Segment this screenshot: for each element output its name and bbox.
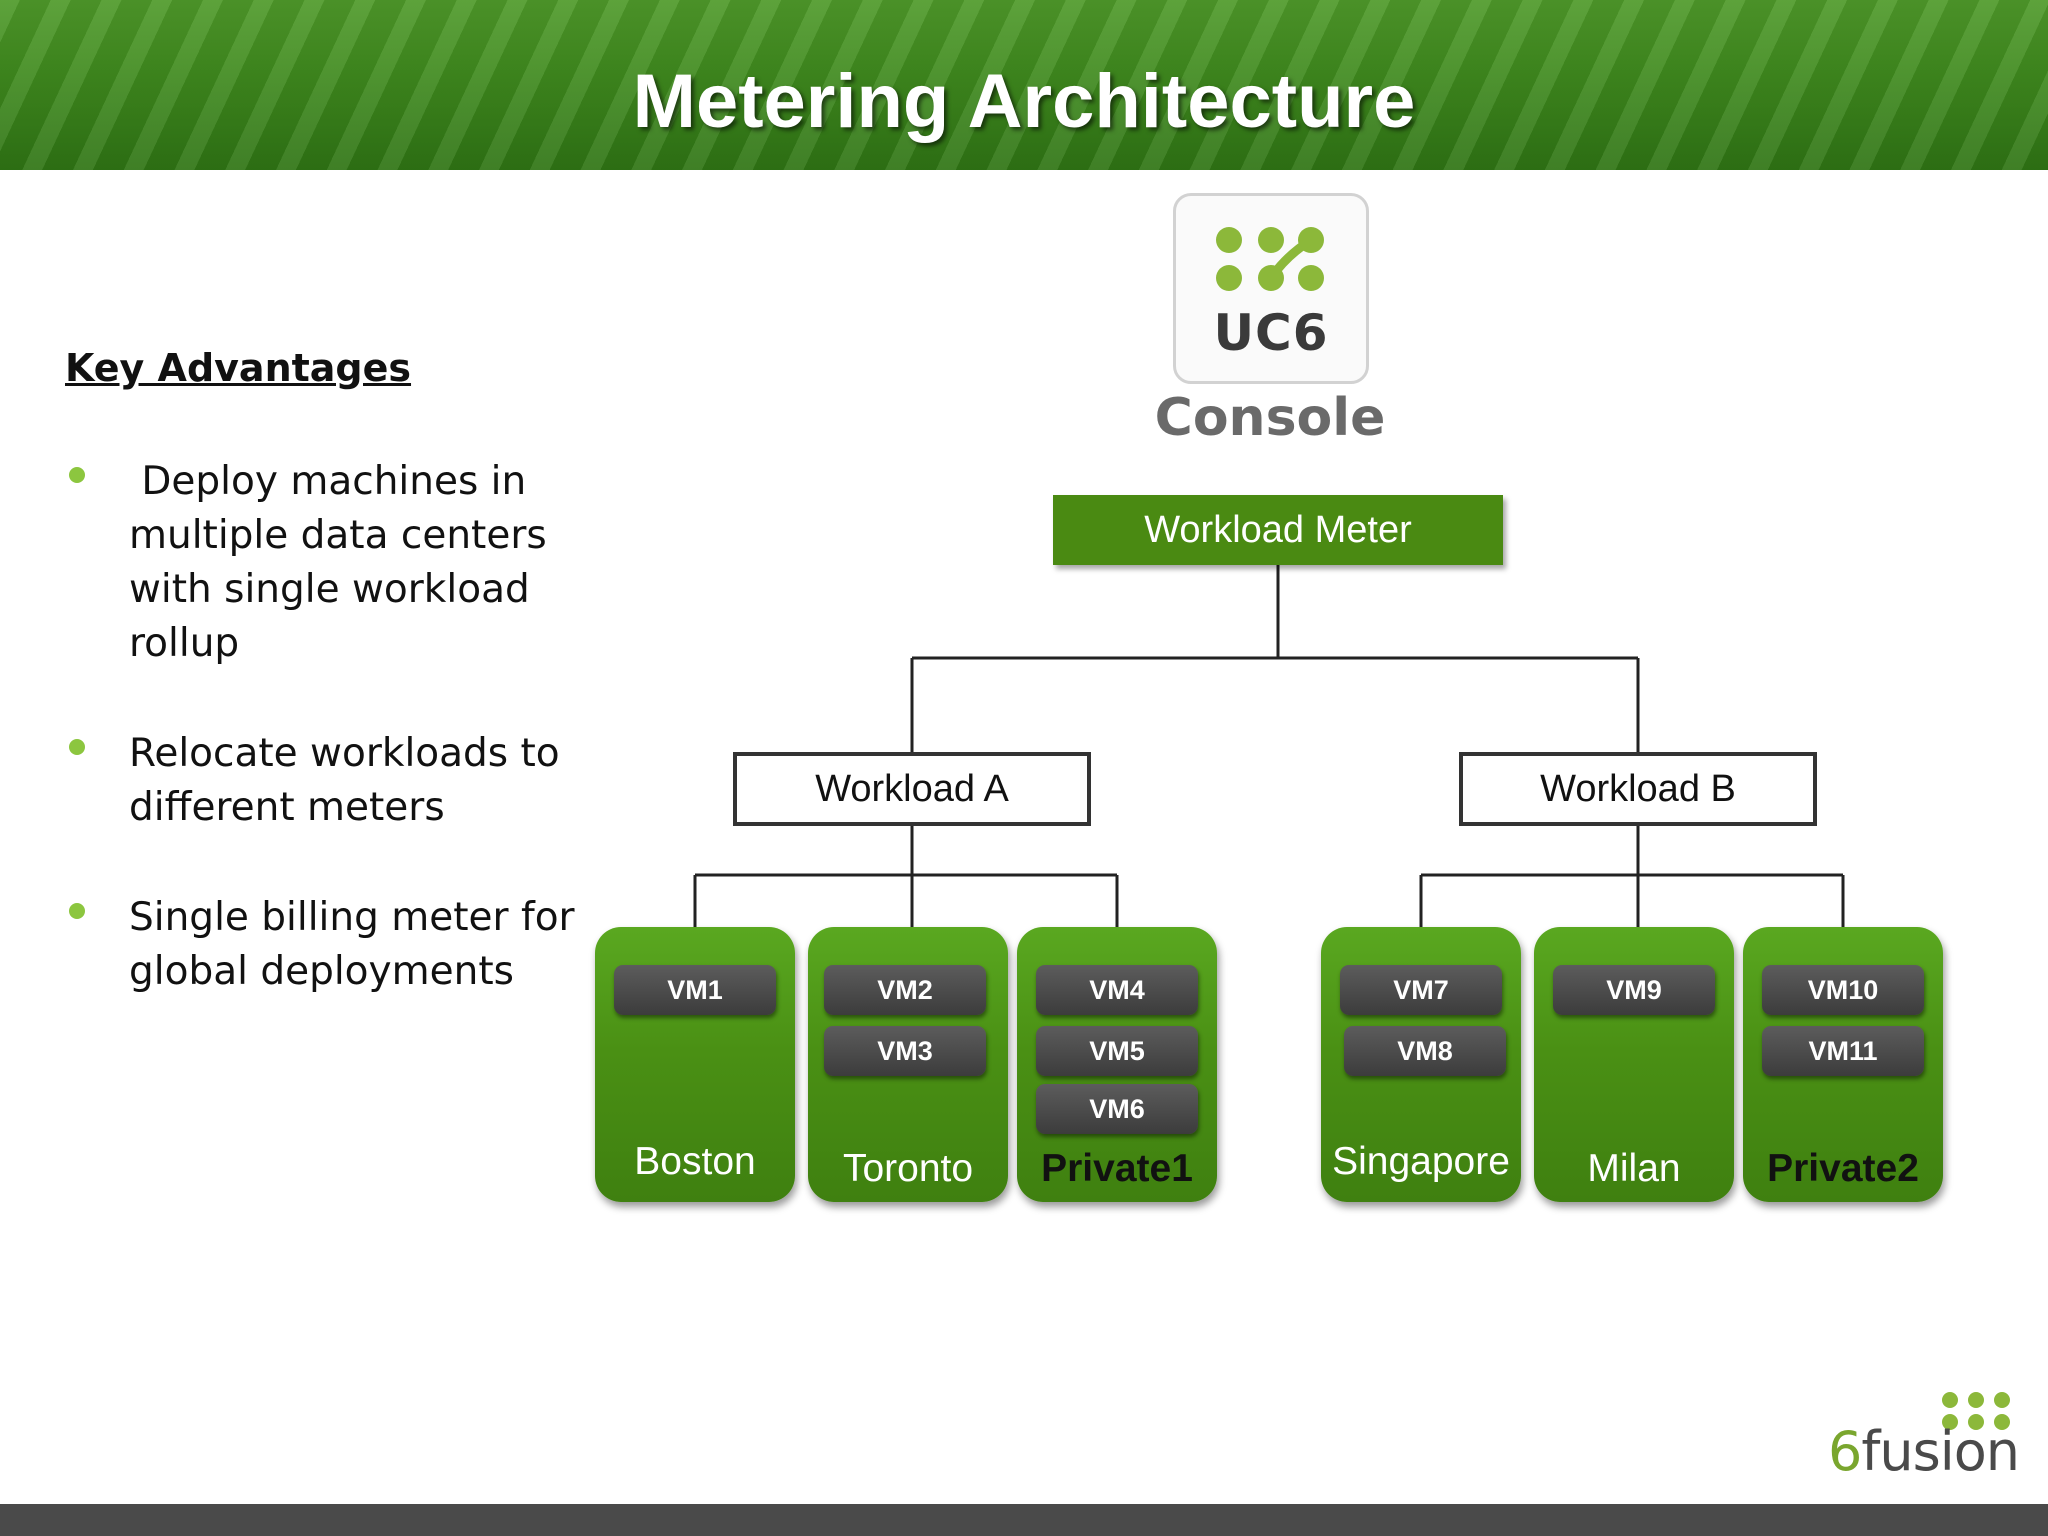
datacenter-label: Boston [634,1140,756,1183]
brand-wordmark: 6fusion [1828,1420,2020,1483]
workload-a-box: Workload A [733,752,1091,826]
brand-name: fusion [1861,1420,2020,1483]
uc6-logo: UC6 [1173,193,1369,384]
datacenter-label: Toronto [842,1147,974,1190]
datacenter-private2: VM10 VM11 Private2 [1743,927,1943,1202]
vm-chip: VM1 [614,965,776,1015]
bullet-dot-icon [69,739,85,755]
bullet-text: Deploy machines in multiple data centers… [129,459,560,666]
workload-b-box: Workload B [1459,752,1817,826]
datacenter-label: Private1 [1041,1147,1193,1190]
datacenter-boston: VM1 Boston [595,927,795,1202]
console-label: Console [1154,388,1386,448]
workload-meter-box: Workload Meter [1053,495,1503,565]
vm-chip: VM5 [1036,1026,1198,1076]
bullet-dot-icon [69,903,85,919]
bullet-text: Single billing meter for global deployme… [129,895,575,994]
datacenter-label: Milan [1587,1147,1681,1190]
slide-title: Metering Architecture [632,59,1416,144]
vm-chip: VM10 [1762,965,1924,1015]
header-banner: Metering Architecture [0,0,2048,170]
uc6-logo-text: UC6 [1213,304,1329,362]
bullet-dot-icon [69,467,85,483]
datacenter-milan: VM9 Milan [1534,927,1734,1202]
datacenter-label: Singapore [1332,1140,1510,1183]
brand-dots-icon [1942,1392,2010,1430]
6fusion-logo: 6fusion [1828,1390,2028,1483]
vm-chip: VM2 [824,965,986,1015]
bullet-text: Relocate workloads to different meters [129,731,560,830]
brand-prefix: 6 [1828,1420,1862,1483]
datacenter-label: Private2 [1767,1147,1919,1190]
vm-chip: VM7 [1340,965,1502,1015]
vm-chip: VM11 [1762,1026,1924,1076]
vm-chip: VM6 [1036,1084,1198,1134]
key-advantages-heading: Key Advantages [65,346,412,390]
vm-chip: VM3 [824,1026,986,1076]
vm-chip: VM8 [1344,1026,1506,1076]
datacenter-private1: VM4 VM5 VM6 Private1 [1017,927,1217,1202]
datacenter-toronto: VM2 VM3 Toronto [808,927,1008,1202]
vm-chip: VM4 [1036,965,1198,1015]
vm-chip: VM9 [1553,965,1715,1015]
footer-bar [0,1504,2048,1536]
uc6-dots-icon [1216,227,1324,291]
datacenter-singapore: VM7 VM8 Singapore [1321,927,1521,1202]
